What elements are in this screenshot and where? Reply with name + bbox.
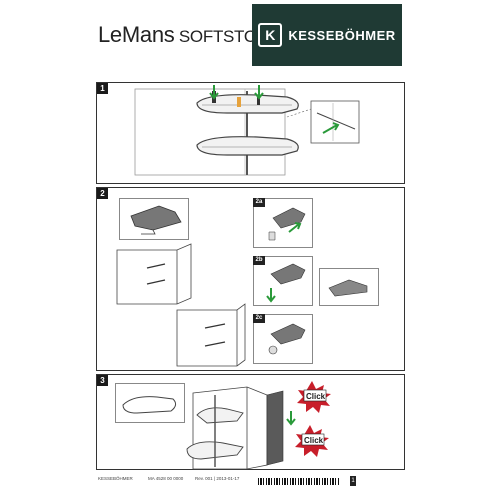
product-brand: LeMans xyxy=(98,22,175,47)
softstop-fitting xyxy=(130,205,182,231)
footer-revision: Rev. 001 | 2013-01-17 xyxy=(195,476,240,481)
step-3-illustration: Click Click xyxy=(122,381,331,470)
step-number: 1 xyxy=(97,83,108,94)
logo-text: KESSEBÖHMER xyxy=(288,27,396,43)
fitting-highlight xyxy=(237,97,241,107)
step-2-illustration xyxy=(116,205,368,367)
cabinet-outline xyxy=(134,88,286,176)
k-logo-icon: K xyxy=(258,23,283,47)
page-number: 1 xyxy=(350,476,356,486)
down-arrow-icon xyxy=(266,288,276,303)
substep-label: 2a xyxy=(253,198,265,207)
barcode xyxy=(258,478,340,485)
down-arrow-icon xyxy=(286,411,296,426)
click-label: Click xyxy=(304,436,324,445)
cabinet-top xyxy=(116,243,192,305)
step-2-panel: 2 2a 2b 2c xyxy=(96,187,405,371)
down-arrow-icon xyxy=(209,85,219,100)
arrow-icon xyxy=(288,222,302,233)
step-1-panel: 1 xyxy=(96,82,405,184)
step-3-panel: 3 Click Click xyxy=(96,374,405,470)
step-1-illustration xyxy=(134,85,360,176)
footer-company: KESSEBÖHMER xyxy=(98,476,133,481)
click-label: Click xyxy=(306,392,326,401)
cabinet-bottom xyxy=(176,303,246,367)
substep-label: 2b xyxy=(253,256,265,265)
detail-frame xyxy=(310,100,360,144)
upper-shelf xyxy=(196,94,299,114)
company-logo: K KESSEBÖHMER xyxy=(252,4,402,66)
diagonal-arrow-icon xyxy=(322,122,340,134)
substep-label: 2c xyxy=(253,314,265,323)
step-number: 3 xyxy=(97,375,108,386)
down-arrow-icon xyxy=(254,85,264,100)
footer-doc-number: MA 4528 00 0000 xyxy=(148,476,184,481)
lower-shelf xyxy=(196,136,299,156)
step-number: 2 xyxy=(97,188,108,199)
